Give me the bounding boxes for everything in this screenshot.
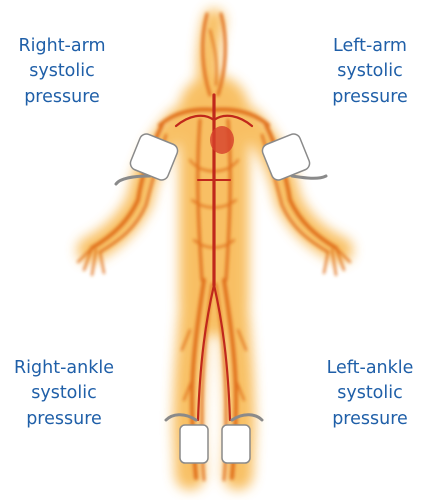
circulatory-system-figure [0,0,427,500]
